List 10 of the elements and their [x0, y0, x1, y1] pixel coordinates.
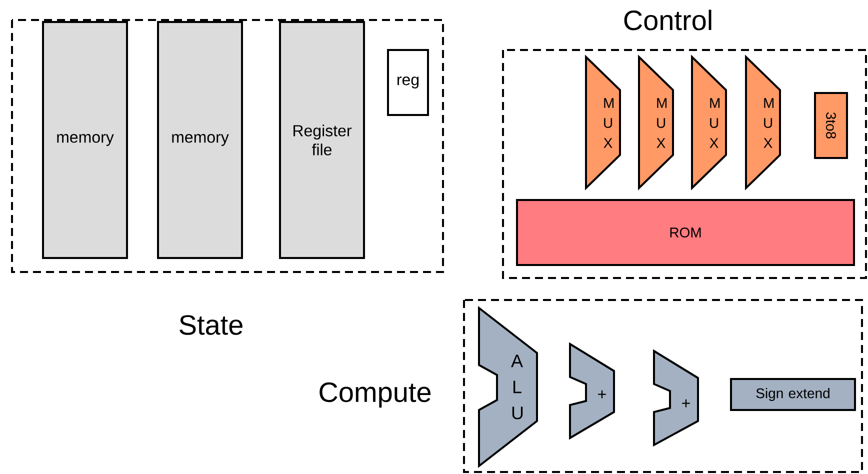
block-box: Register file [279, 21, 365, 259]
block-box: ROM [516, 199, 855, 266]
block-box: Sign extend [730, 378, 856, 411]
block-box: memory [42, 21, 128, 259]
block-box: memory [157, 21, 243, 259]
block-box: reg [387, 49, 429, 116]
node-label: Control [624, 10, 712, 30]
decoder-box: 3to8 [814, 92, 848, 159]
node-label: Compute [320, 382, 431, 408]
node-label: State [180, 315, 242, 335]
